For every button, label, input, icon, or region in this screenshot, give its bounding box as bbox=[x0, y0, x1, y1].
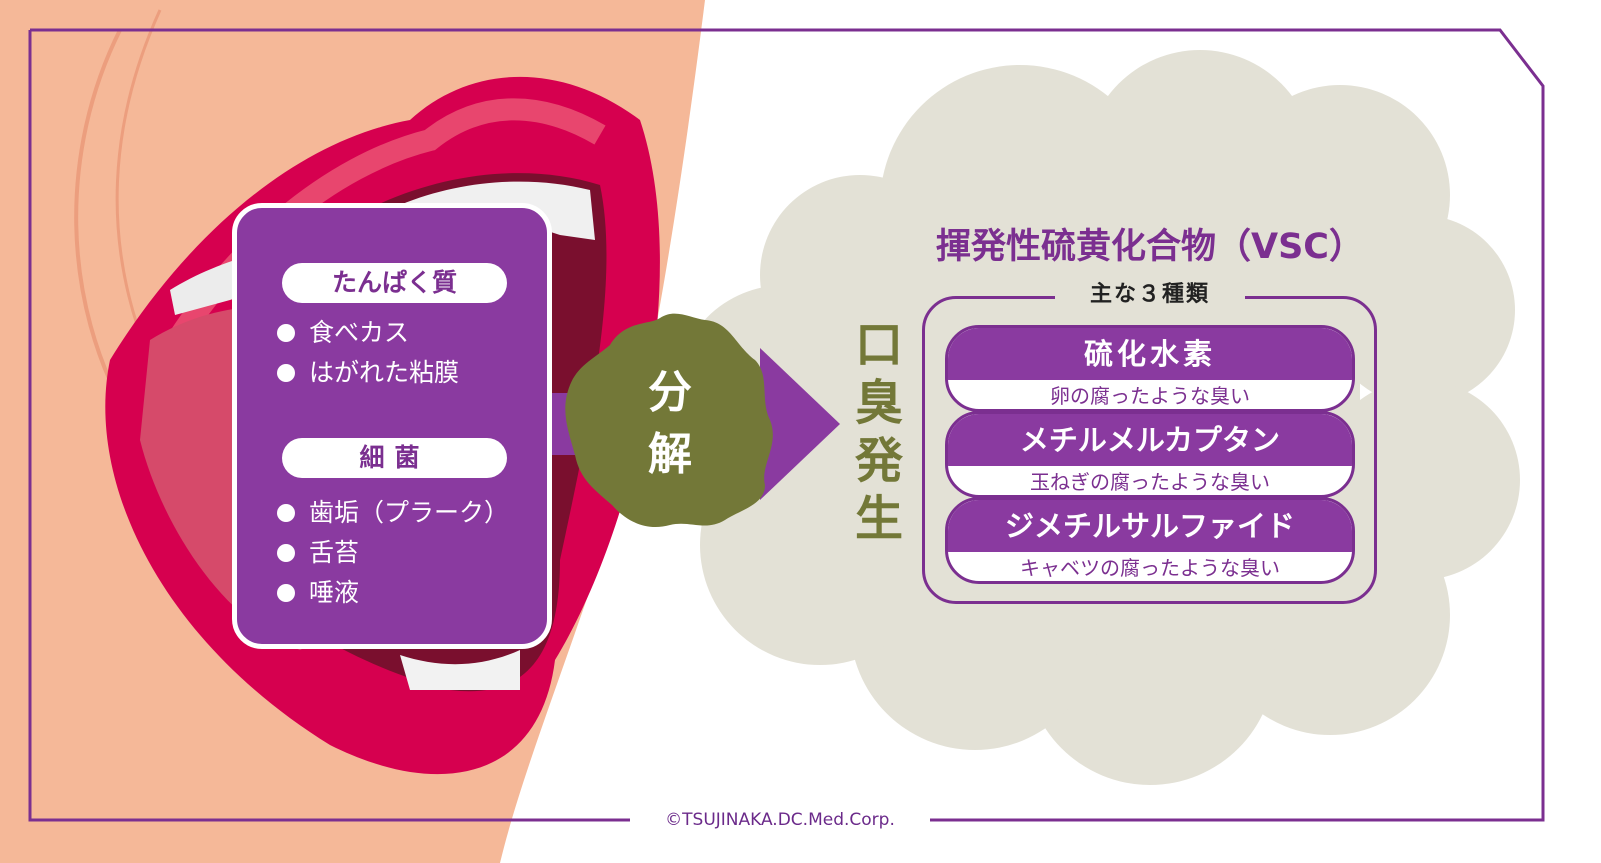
halitosis-char: 生 bbox=[854, 491, 903, 547]
compound-description: キャベツの腐ったような臭い bbox=[1020, 556, 1280, 580]
lower-teeth bbox=[400, 650, 520, 690]
bacteria-label: 細菌 bbox=[282, 438, 507, 478]
copyright: ©TSUJINAKA.DC.Med.Corp. bbox=[630, 808, 930, 832]
compound-card: メチルメルカプタン 玉ねぎの腐ったような臭い bbox=[945, 411, 1355, 498]
halitosis-char: 口 bbox=[854, 317, 903, 373]
halitosis-label: 口 臭 発 生 bbox=[852, 316, 906, 548]
source-box: たんぱく質 食べカス はがれた粘膜 細菌 歯垢（プラーク） 舌苔 唾液 bbox=[232, 203, 552, 649]
decomposition-char: 解 bbox=[648, 429, 692, 480]
decomposition-blob bbox=[565, 313, 773, 528]
compound-description: 玉ねぎの腐ったような臭い bbox=[1030, 470, 1270, 494]
list-item: はがれた粘膜 bbox=[277, 353, 459, 393]
compound-card: ジメチルサルファイド キャベツの腐ったような臭い bbox=[945, 497, 1355, 584]
protein-label: たんぱく質 bbox=[282, 263, 507, 303]
decomposition-char: 分 bbox=[648, 367, 692, 418]
protein-list: 食べカス はがれた粘膜 bbox=[277, 313, 459, 393]
list-item: 食べカス bbox=[277, 313, 459, 353]
list-item: 唾液 bbox=[277, 573, 509, 613]
compound-name: 硫化水素 bbox=[948, 328, 1352, 380]
compound-card: 硫化水素 卵の腐ったような臭い bbox=[945, 325, 1355, 412]
bacteria-list: 歯垢（プラーク） 舌苔 唾液 bbox=[277, 493, 509, 613]
compound-description: 卵の腐ったような臭い bbox=[1050, 384, 1250, 408]
compound-group-label: 主な３種類 bbox=[1055, 280, 1245, 310]
outer-frame bbox=[28, 28, 1545, 822]
cheek-line-2 bbox=[115, 9, 162, 361]
vsc-title: 揮発性硫黄化合物（VSC） bbox=[936, 227, 1364, 267]
cheek-line bbox=[74, 29, 132, 422]
compound-name: メチルメルカプタン bbox=[948, 414, 1352, 466]
halitosis-char: 臭 bbox=[854, 375, 903, 431]
list-item: 舌苔 bbox=[277, 533, 509, 573]
halitosis-char: 発 bbox=[854, 433, 903, 489]
decomposition-label: 分 解 bbox=[640, 362, 700, 486]
list-item: 歯垢（プラーク） bbox=[277, 493, 509, 533]
compound-name: ジメチルサルファイド bbox=[948, 500, 1352, 552]
